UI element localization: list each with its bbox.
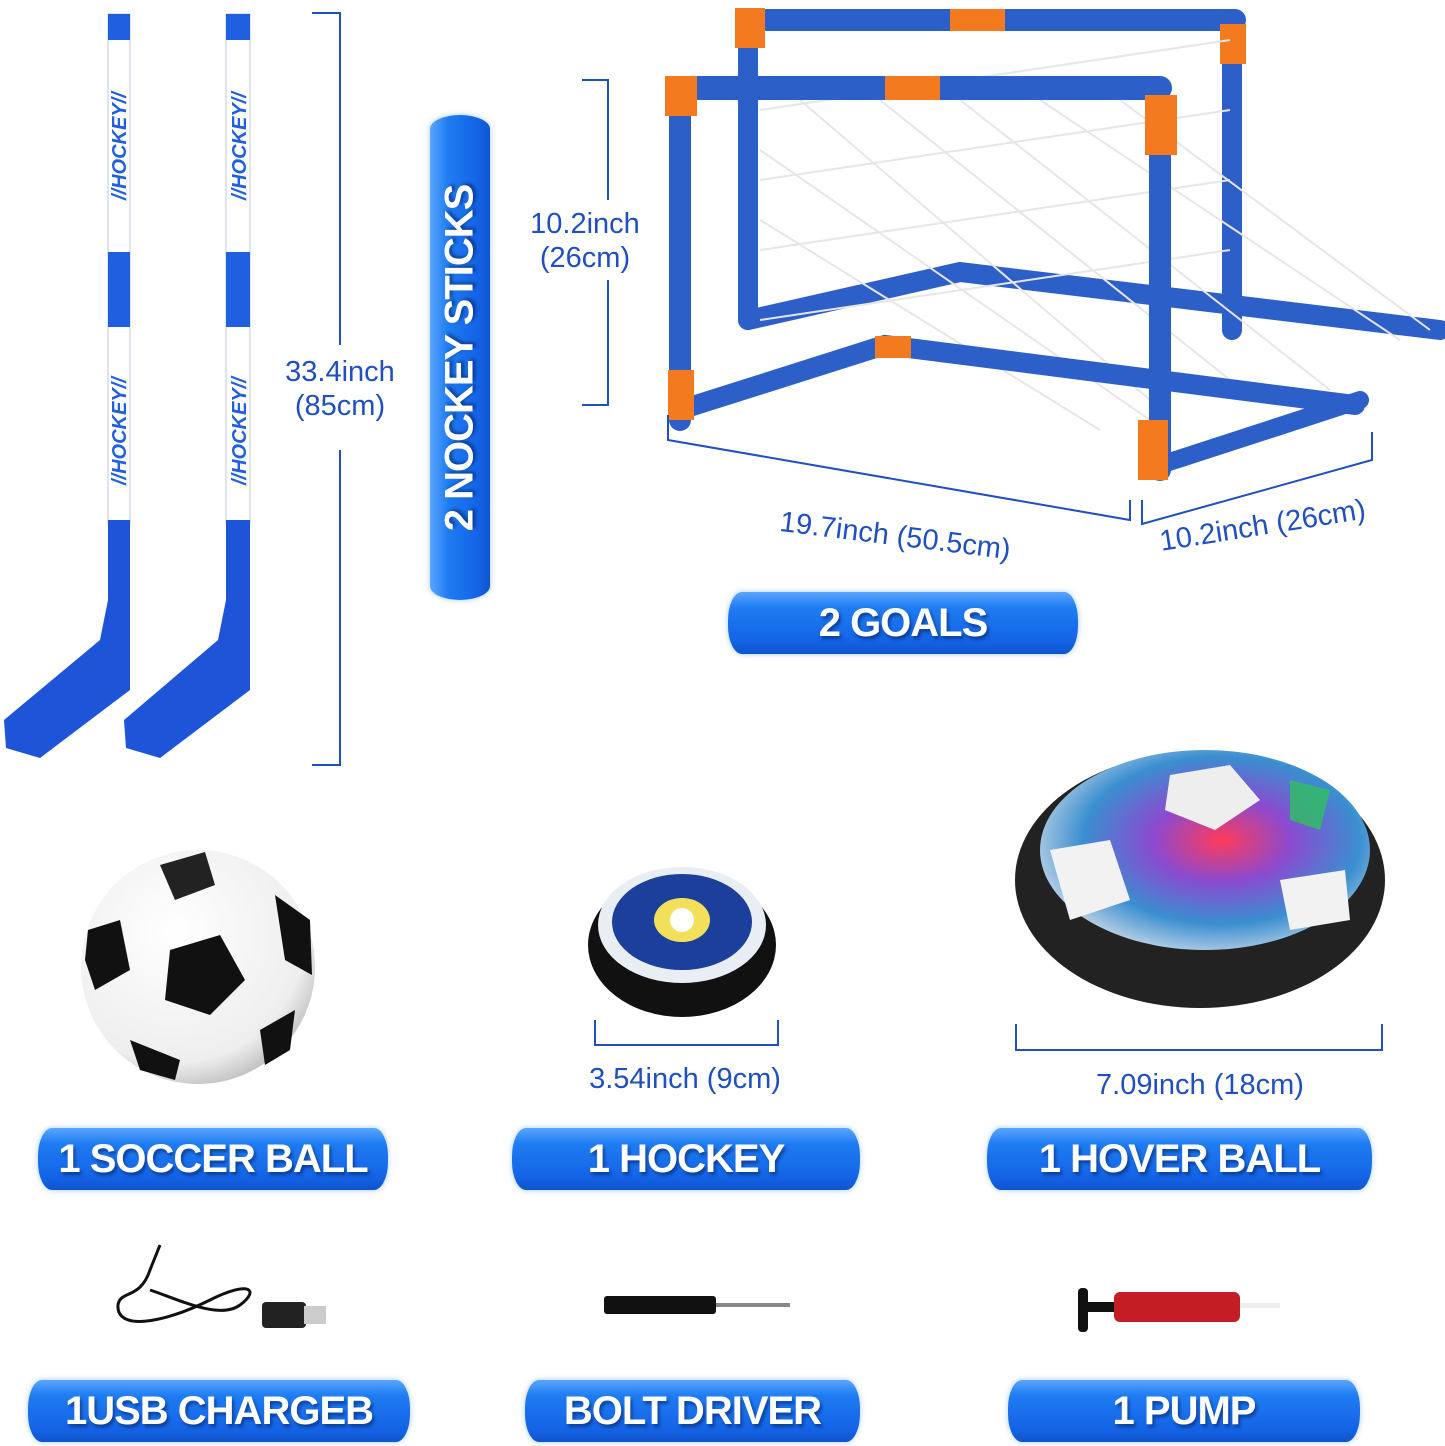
hover-ball-banner: 1 HOVER BALL bbox=[987, 1128, 1372, 1190]
hover-hockey-puck bbox=[588, 867, 776, 1017]
hover-ball-dimension-line bbox=[1015, 1024, 1383, 1051]
stick-logo-text: //HOCKEY// bbox=[109, 375, 131, 486]
goals-banner: 2 GOALS bbox=[728, 592, 1078, 654]
goal-height-dimension: 10.2inch (26cm) bbox=[515, 207, 655, 275]
dimension-cm: (85cm) bbox=[294, 390, 386, 422]
bolt-driver bbox=[604, 1296, 790, 1314]
goal-front bbox=[665, 76, 1369, 481]
banner-label: 2 NOCKEY STICKS bbox=[437, 184, 482, 531]
dimension-inches: 10.2inch bbox=[530, 208, 640, 240]
stick-length-dimension: 33.4inch (85cm) bbox=[270, 355, 410, 423]
hover-ball-dimension: 7.09inch (18cm) bbox=[1096, 1069, 1304, 1101]
goal-net bbox=[759, 39, 1431, 431]
hockey-stick-left bbox=[4, 13, 131, 758]
soccer-ball bbox=[81, 850, 315, 1084]
stick-logo-text: //HOCKEY// bbox=[109, 90, 131, 201]
stick-logo-text: //HOCKEY// bbox=[229, 375, 251, 486]
hockey-sticks-banner: 2 NOCKEY STICKS bbox=[430, 115, 490, 600]
usb-charging-cable bbox=[116, 1244, 326, 1328]
stick-dimension-line bbox=[312, 12, 341, 766]
soccer-ball-banner: 1 SOCCER BALL bbox=[38, 1128, 388, 1190]
hockey-stick-right bbox=[124, 13, 251, 758]
air-pump bbox=[1078, 1288, 1280, 1332]
stick-logo-text: //HOCKEY// bbox=[229, 90, 251, 201]
bolt-driver-banner: BOLT DRIVER bbox=[525, 1380, 860, 1442]
goal-dimension-lines bbox=[582, 79, 1373, 526]
pump-banner: 1 PUMP bbox=[1008, 1380, 1360, 1442]
usb-charger-banner: 1USB CHARGEB bbox=[28, 1380, 410, 1442]
goal-back bbox=[735, 8, 1445, 340]
dimension-inches: 33.4inch bbox=[285, 356, 395, 388]
dimension-cm: (26cm) bbox=[539, 242, 631, 274]
hockey-puck-banner: 1 HOCKEY bbox=[512, 1128, 860, 1190]
hover-ball bbox=[1015, 750, 1385, 1008]
puck-dimension-line bbox=[594, 1020, 779, 1046]
puck-dimension: 3.54inch (9cm) bbox=[589, 1063, 781, 1095]
